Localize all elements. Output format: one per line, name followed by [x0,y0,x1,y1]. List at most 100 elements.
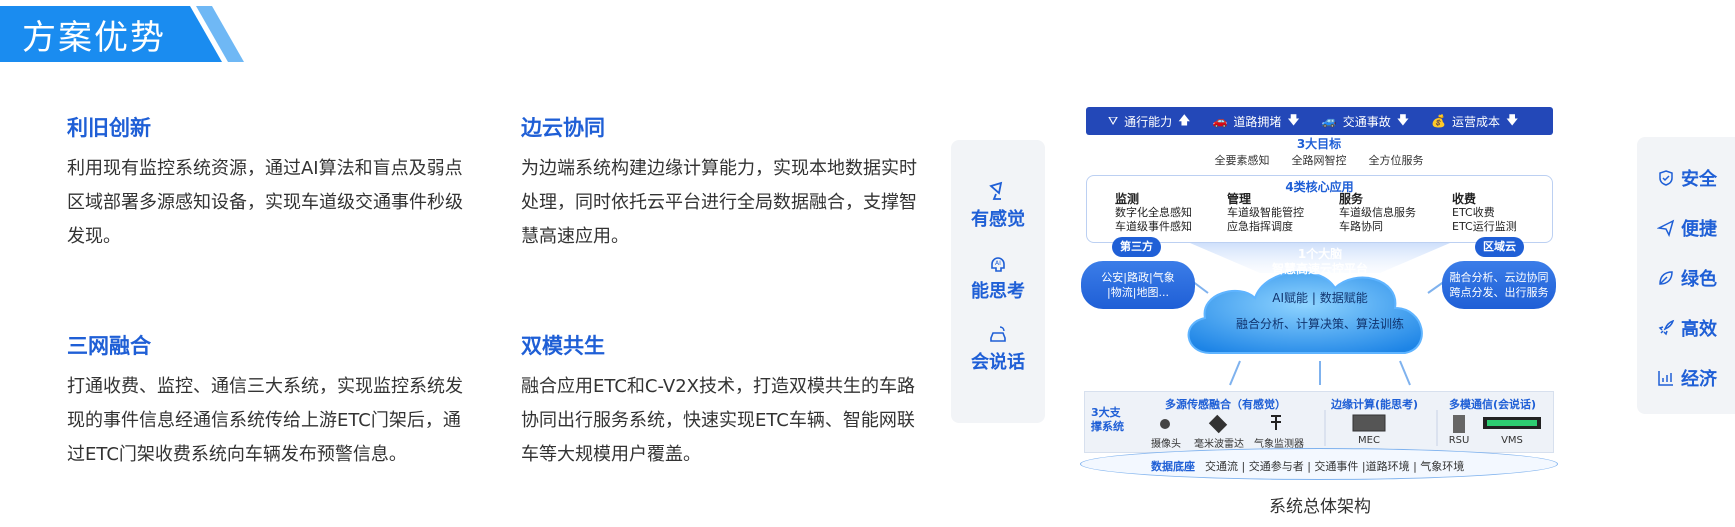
section-banner: 方案优势 [0,0,245,62]
capability-panel: 有感觉 AI 能思考 会说话 [951,140,1045,423]
arrow-up-icon: 🡅 [1178,112,1191,127]
core-line: 数字化全息感知 [1115,206,1192,219]
device-mec: MEC [1358,435,1380,446]
device-rsu: RSU [1448,435,1470,446]
goal-item: 全要素感知 [1214,154,1270,167]
device-icons [1160,410,1541,446]
feature-title: 双模共生 [521,334,605,358]
goal-item: 全方位服务 [1368,154,1424,167]
target-capacity: ⛛ 通行能力 🡅 [1108,111,1190,132]
arrow-down-icon: 🡇 [1287,112,1300,127]
benefit-label: 高效 [1681,319,1717,340]
support-title: 边缘计算(能思考) [1331,398,1419,411]
data-foundation: 数据底座交通流 | 交通参与者 | 交通事件 |道路环境 | 气象环境 [1080,448,1558,480]
feature-title: 利旧创新 [67,116,151,140]
core-applications: 4类核心应用 监测 数字化全息感知 车道级事件感知 管理 车道级智能管控 应急指… [1086,175,1553,243]
core-title: 4类核心应用 [1285,180,1354,194]
benefit-economy: 经济 [1657,365,1717,391]
data-foundation-text: 数据底座交通流 | 交通参与者 | 交通事件 |道路环境 | 气象环境 [1151,458,1464,474]
benefit-label: 便捷 [1681,219,1717,240]
benefit-green: 绿色 [1657,265,1717,291]
goal-item: 全路网智控 [1291,154,1347,167]
feature-edge-cloud: 边云协同 为边端系统构建边缘计算能力，实现本地数据实时处理，同时依托云平台进行全… [521,112,921,254]
benefit-panel: 安全 便捷 绿色 高效 经济 [1637,137,1735,414]
core-manage: 管理 车道级智能管控 应急指挥调度 [1227,192,1304,234]
core-line: 车道级事件感知 [1115,220,1192,233]
core-toll: 收费 ETC收费 ETC运行监测 [1452,192,1517,234]
device-vms: VMS [1501,435,1523,446]
banner-shape [0,6,244,62]
car-crash-icon: 🚙 [1321,114,1337,128]
target-label: 道路拥堵 [1233,114,1282,129]
diagram-caption: 系统总体架构 [1269,497,1371,517]
region-cloud-pill: 融合分析、云边协同 跨点分发、出行服务 [1442,261,1556,309]
pill-line: 公安|路政|气象 [1101,271,1175,284]
brain-functions: 融合分析、计算决策、算法训练 [1235,317,1404,331]
core-line: 应急指挥调度 [1227,220,1293,233]
core-head: 服务 [1339,192,1364,206]
targets-label: 3大目标 [1296,137,1342,151]
benefit-safety: 安全 [1657,165,1717,191]
capability-think: AI 能思考 [951,252,1045,303]
money-bag-icon: 💰 [1431,114,1447,128]
target-accident: 🚙 交通事故 🡇 [1322,111,1409,132]
benefit-label: 绿色 [1681,269,1717,290]
capability-talk: 会说话 [951,323,1045,374]
core-line: ETC运行监测 [1452,220,1517,233]
pill-line: 融合分析、云边协同 [1449,271,1549,284]
support-systems: 3大支 撑系统 多源传感融合（有感觉） 边缘计算(能思考) 多模通信(会说话) … [1084,391,1554,453]
brain-enable: AI赋能 | 数据赋能 [1272,291,1368,305]
arrow-down-icon: 🡇 [1396,112,1410,127]
support-title: 多模通信(会说话) [1449,398,1537,411]
target-cost: 💰 运营成本 🡇 [1431,111,1518,132]
core-monitor: 监测 数字化全息感知 车道级事件感知 [1115,192,1192,234]
data-foundation-label: 数据底座 [1151,460,1195,473]
cloud-graphics [1187,243,1450,386]
target-label: 交通事故 [1342,114,1391,129]
core-head: 收费 [1452,192,1477,206]
feature-text: 利用现有监控系统资源，通过AI算法和盲点及弱点区域部署多源感知设备，实现车道级交… [67,158,463,247]
page-title: 方案优势 [22,18,166,58]
ai-brain-icon: AI [991,257,1005,272]
device-camera: 摄像头 [1151,439,1181,450]
feature-title: 边云协同 [521,116,605,140]
region-cloud-tag: 区域云 [1475,237,1524,257]
device-radar: 毫米波雷达 [1194,439,1244,450]
car-icon: 🚗 [1212,114,1228,128]
core-line: ETC收费 [1452,206,1495,219]
core-head: 管理 [1227,192,1252,206]
target-label: 通行能力 [1124,114,1173,129]
arrow-down-icon: 🡇 [1506,112,1519,127]
svg-text:AI: AI [995,260,1001,267]
third-party-pill: 公安|路政|气象 |物流|地图... [1081,261,1195,309]
benefit-convenience: 便捷 [1657,215,1717,241]
rocket-icon [1658,319,1675,336]
core-line: 车道级信息服务 [1339,206,1416,219]
pill-line: |物流|地图... [1107,286,1169,299]
shield-icon [1659,170,1673,186]
road-icon: ⛛ [1108,113,1119,128]
feature-dual-mode: 双模共生 融合应用ETC和C-V2X技术，打造双模共生的车路协同出行服务系统，快… [521,330,921,472]
core-head: 监测 [1115,192,1140,206]
radar-icon [989,181,1003,200]
cloud-layer: 第三方 公安|路政|气象 |物流|地图... 融合分析、云边协同 跨点分发、出行… [1080,237,1558,388]
targets-bar: ⛛ 通行能力 🡅 🚗 道路拥堵 🡇 🚙 交通事故 🡇 💰 运营成本 🡇 [1086,107,1553,135]
support-label: 3大支 撑系统 [1091,406,1124,434]
support-label-line: 撑系统 [1091,420,1124,433]
device-weather: 气象监测器 [1254,439,1304,450]
architecture-diagram: ⛛ 通行能力 🡅 🚗 道路拥堵 🡇 🚙 交通事故 🡇 💰 运营成本 🡇 3大目标 [1080,105,1558,485]
benefit-label: 经济 [1681,369,1717,390]
data-foundation-items: 交通流 | 交通参与者 | 交通事件 |道路环境 | 气象环境 [1205,460,1465,473]
capability-label: 有感觉 [971,209,1025,230]
feature-reuse: 利旧创新 利用现有监控系统资源，通过AI算法和盲点及弱点区域部署多源感知设备，实… [67,112,467,254]
core-line: 车道级智能管控 [1227,206,1304,219]
feature-text: 为边端系统构建边缘计算能力，实现本地数据实时处理，同时依托云平台进行全局数据融合… [521,158,917,247]
third-party-tag: 第三方 [1112,237,1161,257]
core-line: 车路协同 [1339,220,1383,233]
feature-text: 打通收费、监控、通信三大系统，实现监控系统发现的事件信息经通信系统传给上游ETC… [67,376,463,465]
feature-three-networks: 三网融合 打通收费、监控、通信三大系统，实现监控系统发现的事件信息经通信系统传给… [67,330,467,472]
support-label-line: 3大支 [1091,406,1121,419]
brain-subtitle: 智慧高速云控平台 [1271,262,1368,276]
car-signal-icon [990,326,1006,342]
capability-label: 能思考 [971,281,1025,302]
